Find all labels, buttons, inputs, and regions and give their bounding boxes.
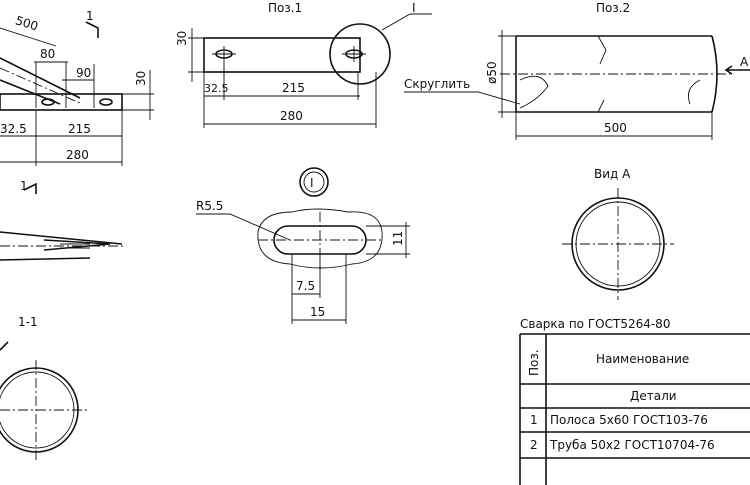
table-header-name: Наименование (596, 352, 689, 366)
part1-dim-30-line (188, 28, 204, 82)
assembly-plate (0, 93, 123, 111)
dim-30-text: 30 (134, 71, 148, 86)
detail-i: I R5.5 11 7.5 15 (196, 167, 410, 324)
section-arrow-top (85, 21, 99, 38)
detail-i-dim-7: 7.5 (296, 279, 315, 293)
view-a-title: Вид А (594, 167, 631, 181)
section-mark-side: 1 (20, 179, 28, 193)
table-grid (519, 333, 750, 485)
part1-slot-left-axis (212, 46, 236, 62)
section-1-1: 1-1 (0, 315, 90, 460)
part2-view: Поз.2 ø50 Скруглить 500 А (404, 1, 750, 140)
detail-i-break-outline (257, 208, 383, 269)
dim-32-text: 32.5 (0, 122, 27, 136)
detail-i-dim-lines (291, 254, 347, 324)
part2-note: Скруглить (404, 77, 470, 91)
part2-view-label: А (740, 55, 749, 69)
detail-i-radius: R5.5 (196, 199, 223, 213)
section-centerlines (0, 360, 90, 460)
assembly-pipe (0, 57, 81, 105)
part1-dim-32: 32.5 (204, 82, 229, 95)
dim-215-text: 215 (68, 122, 91, 136)
part1-slot-right-axis (342, 46, 366, 62)
side-view-pipe (0, 231, 123, 261)
part2-dim-dia-line (498, 30, 516, 118)
dim-500-text: 500 (14, 13, 40, 33)
section-arrow-side (23, 182, 37, 194)
table-row-1-pos: 1 (530, 413, 538, 427)
part1-dim-280: 280 (280, 109, 303, 123)
dim-line-500 (0, 27, 57, 47)
part1-plate (203, 37, 361, 73)
view-a-centerlines (562, 188, 674, 300)
detail-i-centerlines (258, 212, 384, 270)
dim-80-text: 80 (40, 47, 55, 61)
part2-view-arrow (724, 65, 750, 75)
detail-i-label-circle (299, 167, 329, 197)
part2-break-lines (597, 35, 607, 113)
part1-callout-label: I (412, 1, 416, 15)
assembly-slot-left (41, 98, 55, 106)
spec-table: Сварка по ГОСТ5264-80 Поз. Наименование … (519, 317, 750, 485)
side-view-weld (60, 243, 90, 249)
part2-title: Поз.2 (596, 1, 630, 15)
part2-pipe-body (515, 35, 712, 113)
table-row-1-name: Полоса 5x60 ГОСТ103-76 (550, 413, 708, 427)
dim-line-30 (122, 70, 154, 120)
detail-i-dim-11-line (366, 222, 410, 258)
assembly-centerline (0, 67, 83, 105)
part1-callout-circle (329, 23, 391, 85)
part1-callout-leader (381, 13, 432, 31)
table-row-2-name: Труба 50x2 ГОСТ10704-76 (549, 438, 715, 452)
welding-note: Сварка по ГОСТ5264-80 (520, 317, 670, 331)
table-section-details: Детали (630, 389, 677, 403)
part1-dim-215: 215 (282, 81, 305, 95)
table-row-2-pos: 2 (530, 438, 538, 452)
section-mark-top: 1 (86, 9, 94, 23)
assembly-view: 500 80 90 30 32.5 215 280 1 (0, 9, 154, 166)
section-1-1-title: 1-1 (18, 315, 38, 329)
section-plate-edge (0, 341, 9, 351)
part1-dim-30: 30 (175, 31, 189, 46)
detail-i-label-inner (303, 171, 325, 193)
detail-i-dim-11: 11 (391, 231, 405, 246)
part2-note-leader (404, 91, 521, 105)
dim-280-text: 280 (66, 148, 89, 162)
detail-i-dim-15: 15 (310, 305, 325, 319)
part1-dim-lines (203, 62, 377, 128)
assembly-slot-right (99, 98, 113, 106)
side-view: 1 (0, 179, 126, 261)
detail-i-label: I (310, 176, 314, 190)
part2-round-left (519, 75, 549, 109)
part2-dim-500: 500 (604, 121, 627, 135)
dim-90-text: 90 (76, 66, 91, 80)
detail-i-radius-leader (196, 213, 291, 241)
part1-view: Поз.1 I 30 32.5 215 280 (175, 1, 432, 128)
dim-line-80 (34, 61, 68, 108)
dim-line-90 (62, 64, 95, 108)
part1-title: Поз.1 (268, 1, 302, 15)
part2-dim-dia: ø50 (485, 61, 499, 84)
table-header-pos: Поз. (527, 349, 541, 376)
part2-round-right (687, 79, 701, 105)
view-a: Вид А (562, 167, 674, 300)
part2-dim-500-line (515, 112, 713, 140)
dim-lines-bottom (0, 110, 123, 166)
